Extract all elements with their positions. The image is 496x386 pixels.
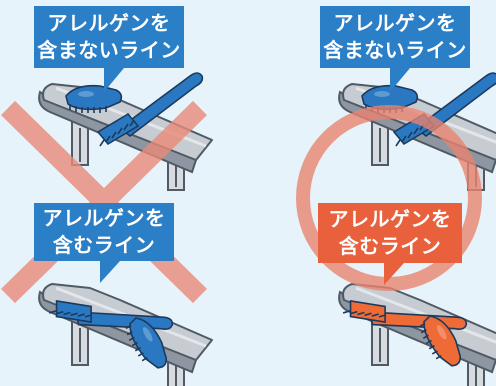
cross-mark <box>1 100 207 304</box>
label-top-right-line2: 含まないライン <box>323 38 467 62</box>
label-bottom-left-line2: 含むライン <box>52 233 156 257</box>
label-box-bottom-left <box>34 203 174 283</box>
label-bottom-left: アレルゲンを 含むライン <box>34 205 174 259</box>
label-box-bottom-right <box>318 203 462 285</box>
label-top-left: アレルゲンを 含まないライン <box>34 10 184 64</box>
label-box-top-right <box>320 6 470 92</box>
label-bottom-left-line1: アレルゲンを <box>42 206 166 230</box>
circle-mark <box>296 105 482 291</box>
label-top-left-line1: アレルゲンを <box>47 11 171 35</box>
label-box-top-left <box>34 6 184 92</box>
label-bottom-right-line2: 含むライン <box>338 234 442 258</box>
label-top-left-line2: 含まないライン <box>37 38 181 62</box>
label-top-right: アレルゲンを 含まないライン <box>320 10 470 64</box>
label-bottom-right-line1: アレルゲンを <box>328 207 452 231</box>
label-bottom-right: アレルゲンを 含むライン <box>318 206 462 260</box>
label-top-right-line1: アレルゲンを <box>333 11 457 35</box>
